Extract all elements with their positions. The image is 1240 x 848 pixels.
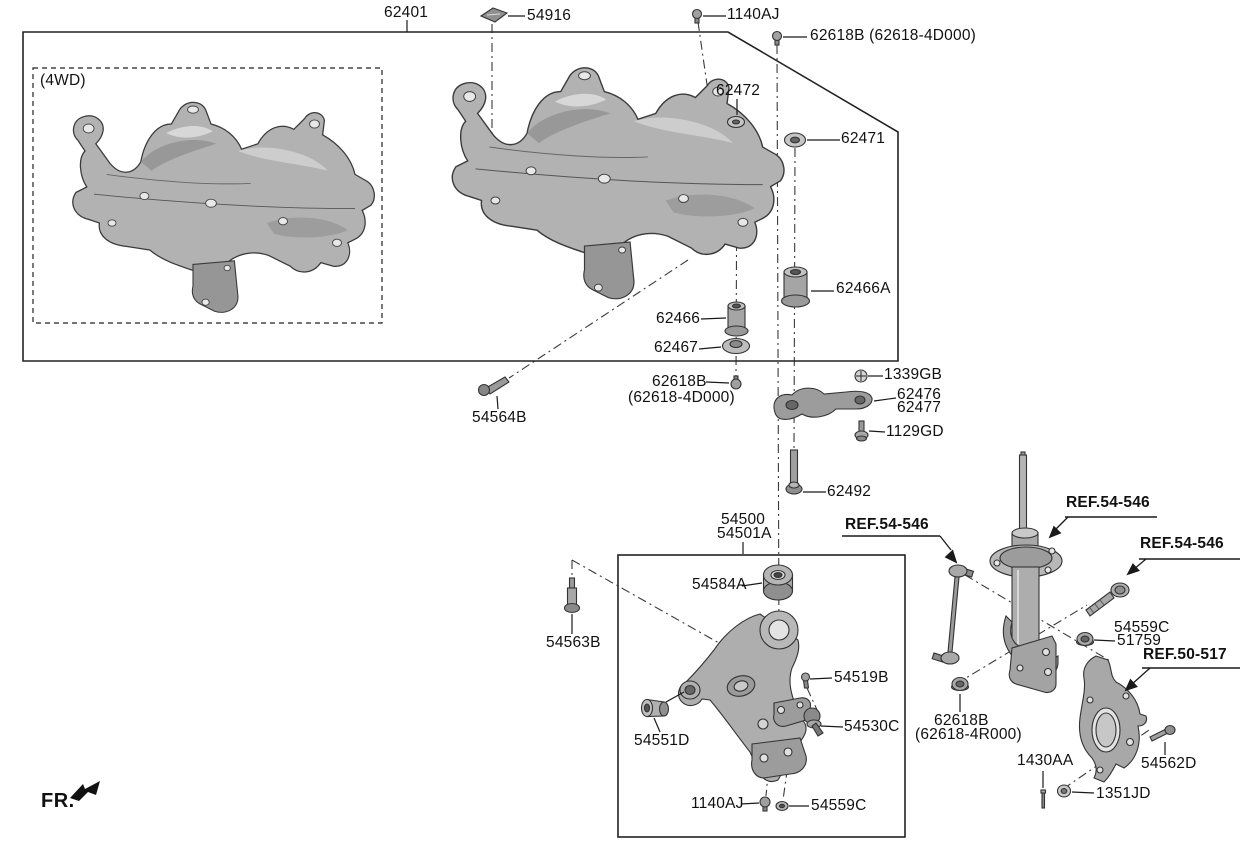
bushing-54584a-part (762, 564, 794, 601)
small-parts (477, 7, 1176, 812)
ref-knuckle-arrowhead (1124, 678, 1138, 692)
bracket-62476-part (773, 387, 873, 420)
leader-lines (406, 15, 1166, 807)
callout-54563b[interactable]: 54563B (546, 634, 601, 651)
bolt-54563b-part (563, 577, 581, 614)
lower-arm-box (617, 554, 906, 838)
callout-1430aa[interactable]: 1430AA (1017, 752, 1074, 769)
callout-54551d[interactable]: 54551D (634, 732, 690, 749)
callout-54559c-bottom[interactable]: 54559C (811, 797, 867, 814)
callout-62476[interactable]: 62476 (897, 386, 942, 403)
washer-62467-part (721, 337, 751, 355)
strut-assembly-part (989, 451, 1063, 694)
bolt-62618b-mid-part (730, 375, 742, 390)
callout-1351jd[interactable]: 1351JD (1096, 785, 1151, 802)
ref-strut-bolt-arrowhead (1126, 563, 1140, 576)
callout-1339gb[interactable]: 1339GB (884, 366, 943, 383)
ref-knuckle-label[interactable]: REF.50-517 (1143, 646, 1227, 663)
bolt-62492-part (785, 449, 803, 495)
callout-54562d[interactable]: 54562D (1141, 755, 1197, 772)
callout-54501a[interactable]: 54501A (717, 525, 772, 542)
callout-62618b-top[interactable]: 62618B (62618-4D000) (810, 27, 977, 44)
ref-stab-link-label[interactable]: REF.54-546 (845, 516, 929, 533)
ref-strut-bolt-label[interactable]: REF.54-546 (1140, 535, 1224, 552)
front-direction-arrow-icon (70, 781, 100, 801)
callout-1129gd[interactable]: 1129GD (886, 423, 944, 440)
callout-54559c-right[interactable]: 54559C (1114, 619, 1170, 636)
ref-strut-arrowhead (1048, 525, 1062, 539)
stabilizer-link-part (931, 564, 975, 665)
bushing-54551d-part (640, 698, 670, 718)
bolt-54519b-part (800, 672, 811, 689)
lower-control-arm-part (677, 610, 807, 783)
nut-1339gb-part (854, 369, 868, 383)
crossmember-4wd-illustration (72, 101, 375, 313)
pin-1430aa-part (1040, 789, 1047, 809)
bushing-62466a-part (780, 266, 811, 308)
shim-part (479, 7, 509, 23)
washer-62471-part (783, 132, 807, 148)
callout-62471[interactable]: 62471 (841, 130, 886, 147)
callout-62466[interactable]: 62466 (656, 310, 701, 327)
ref-strut-label[interactable]: REF.54-546 (1066, 494, 1150, 511)
ref-arrows (842, 516, 1240, 692)
callout-62618b-right[interactable]: 62618B (934, 712, 989, 729)
bolt-62618b-top-part (771, 30, 783, 46)
callout-62477[interactable]: 62477 (897, 399, 942, 416)
bolt-54564b-part (477, 376, 510, 397)
callout-54519b[interactable]: 54519B (834, 669, 889, 686)
callout-62472[interactable]: 62472 (716, 82, 761, 99)
callout-54500[interactable]: 54500 (721, 511, 766, 528)
strut-mount-bolt-part (1085, 582, 1130, 617)
callout-62618b-mid-code: (62618-4D000) (628, 389, 735, 406)
nut-51759-part (1075, 631, 1095, 647)
frame-boxes (22, 31, 906, 838)
crossmember-illustration (451, 67, 785, 300)
callout-62401[interactable]: 62401 (384, 4, 429, 21)
callout-54564b[interactable]: 54564B (472, 409, 527, 426)
ref-stab-link-arrowhead (944, 549, 958, 564)
bolt-54562d-part (1149, 724, 1176, 742)
4wd-variant-box (32, 67, 383, 324)
front-direction-label: FR. (41, 790, 75, 812)
callout-1140aj-bottom[interactable]: 1140AJ (691, 795, 744, 812)
callout-54916[interactable]: 54916 (527, 7, 572, 24)
bolt-1140aj-bottom-part (759, 796, 771, 812)
variant-note-4wd: (4WD) (40, 72, 86, 89)
callout-62466a[interactable]: 62466A (836, 280, 891, 297)
washer-62472-part (726, 115, 746, 129)
main-assembly-box (22, 31, 899, 362)
bolt-1129gd-part (854, 420, 869, 442)
callout-62618b-mid[interactable]: 62618B (652, 373, 707, 390)
knuckle-part (1078, 655, 1148, 783)
callout-51759[interactable]: 51759 (1117, 632, 1162, 649)
callout-54584a[interactable]: 54584A (692, 576, 747, 593)
bolt-1140aj-top-part (691, 8, 703, 24)
bushing-62466-part (724, 301, 749, 337)
callout-62618b-right-code: (62618-4R000) (915, 726, 1022, 743)
nut-62618b-right-part (950, 676, 970, 692)
washer-1351jd-part (1056, 784, 1072, 798)
callout-62492[interactable]: 62492 (827, 483, 872, 500)
callout-54530c[interactable]: 54530C (844, 718, 900, 735)
washer-54559c-bottom-part (775, 800, 789, 812)
callout-62467[interactable]: 62467 (654, 339, 699, 356)
callout-1140aj-top[interactable]: 1140AJ (727, 6, 780, 23)
balljoint-54530c-part (773, 697, 824, 737)
